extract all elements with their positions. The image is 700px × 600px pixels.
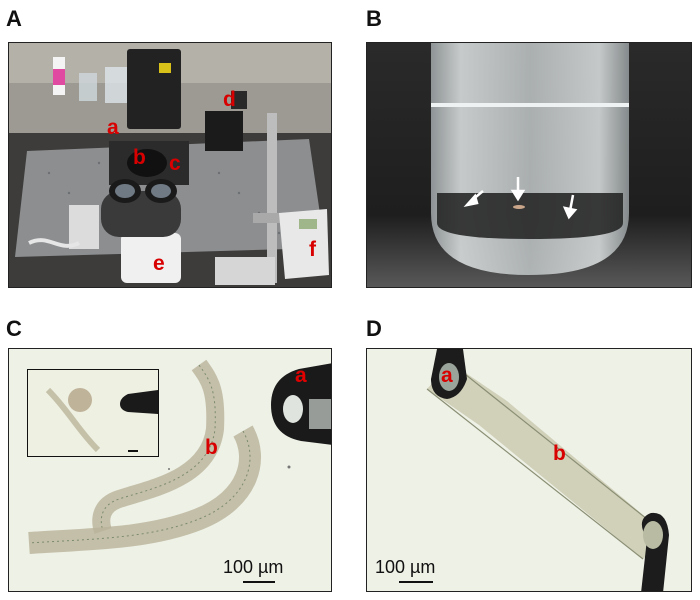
label-a-f: f xyxy=(309,238,316,261)
test-tube-illustration xyxy=(367,43,691,287)
panel-b-photo xyxy=(366,42,692,288)
panel-d-scale-label: 100 µm xyxy=(375,557,436,577)
label-a-b: b xyxy=(133,146,146,169)
label-a-e: e xyxy=(153,252,165,275)
panel-c-scale-label: 100 µm xyxy=(223,557,284,577)
panel-c-inset xyxy=(27,369,159,457)
microvessel-illustration-d xyxy=(367,349,691,591)
panel-c-scale-bar xyxy=(243,581,275,583)
panel-a-letter: A xyxy=(6,6,22,31)
microscope-setup-illustration xyxy=(9,43,331,287)
label-d-a: a xyxy=(441,364,453,387)
inset-illustration xyxy=(28,370,158,456)
label-c-b: b xyxy=(205,436,218,459)
label-d-b: b xyxy=(553,442,566,465)
panel-c-micrograph: a b 100 µm xyxy=(8,348,332,592)
panel-d-micrograph: a b 100 µm xyxy=(366,348,692,592)
panel-c-letter: C xyxy=(6,316,22,341)
panel-a-photo: a b c d e f xyxy=(8,42,332,288)
label-c-a: a xyxy=(295,364,307,387)
microvessel-illustration-c xyxy=(9,349,331,591)
panel-b-letter: B xyxy=(366,6,382,31)
label-a-c: c xyxy=(169,152,181,175)
panel-d-letter: D xyxy=(366,316,382,341)
label-a-a: a xyxy=(107,116,119,139)
label-a-d: d xyxy=(223,88,236,111)
panel-d-scale-bar xyxy=(399,581,433,583)
